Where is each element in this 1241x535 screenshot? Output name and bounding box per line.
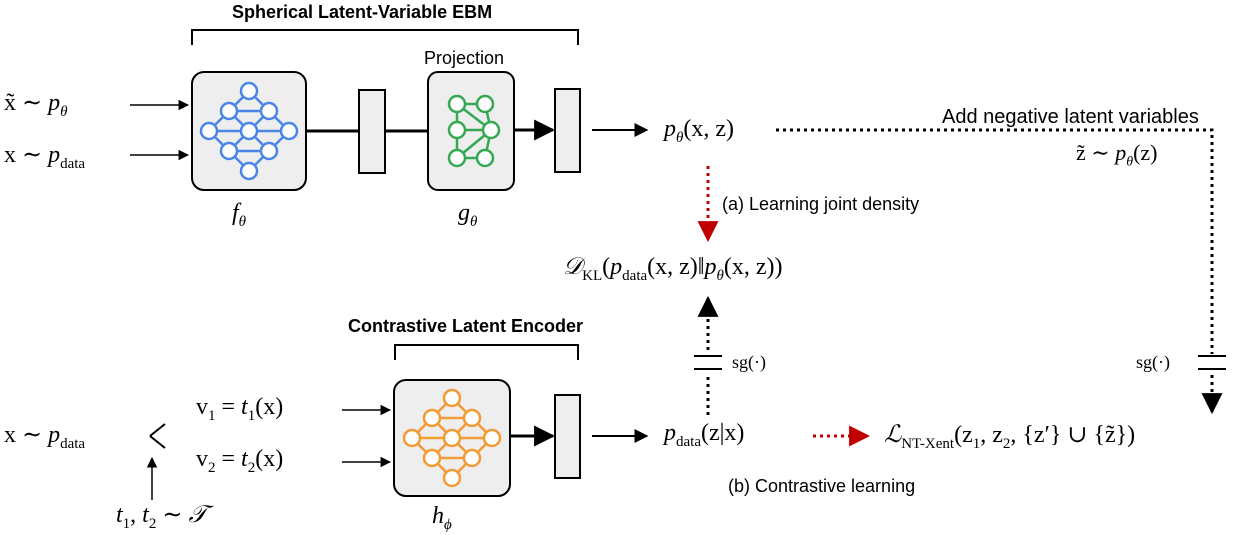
encoder-x-text: x ∼ pdata <box>4 422 86 452</box>
network-node <box>475 94 495 114</box>
feature-block-3 <box>554 394 581 479</box>
g-theta-label: gθ <box>458 200 478 230</box>
network-node <box>279 121 299 141</box>
network-node <box>422 408 442 428</box>
network-node <box>199 121 219 141</box>
v1-text: v1 = t1(x) <box>196 394 284 424</box>
g-network-icon <box>447 94 501 168</box>
network-node <box>447 120 467 140</box>
network-node <box>239 121 259 141</box>
neg-latent-text: z̃ ∼ pθ(z) <box>1076 140 1158 170</box>
h-phi-label: hϕ <box>432 503 452 533</box>
network-node <box>462 408 482 428</box>
network-node <box>259 101 279 121</box>
step-b-text: (b) Contrastive learning <box>728 476 916 496</box>
sg-mid-text: sg(·) <box>732 352 766 372</box>
network-node <box>219 101 239 121</box>
loss-text: ℒNT-Xent(z1, z2, {z′} ∪ {z̃}) <box>884 422 1136 452</box>
negatives-dotted-path <box>776 128 1214 354</box>
h-network-icon <box>402 388 502 488</box>
network-node <box>442 468 462 488</box>
network-node <box>259 141 279 161</box>
network-node <box>447 148 467 168</box>
network-node <box>442 428 462 448</box>
network-node <box>402 428 422 448</box>
f-theta-label: fθ <box>232 200 247 230</box>
network-node <box>481 120 501 140</box>
network-node <box>462 448 482 468</box>
network-node <box>475 148 495 168</box>
network-node <box>239 81 259 101</box>
augment-split <box>149 423 166 449</box>
f-network-icon <box>199 81 299 181</box>
input-neg-text: x̃ ∼ pθ <box>4 90 68 120</box>
network-node <box>239 161 259 181</box>
input-data-text: x ∼ pdata <box>4 142 86 172</box>
network-node <box>219 141 239 161</box>
kl-text: 𝒟KL(pdata(x, z)‖pθ(x, z)) <box>563 254 783 284</box>
step-a-text: (a) Learning joint density <box>722 194 920 214</box>
ebm-bracket <box>191 29 579 45</box>
feature-block-2 <box>554 88 581 173</box>
network-node <box>422 448 442 468</box>
posterior-text: pdata(z|x) <box>664 420 745 450</box>
feature-block-1 <box>358 89 386 174</box>
projection-label: Projection <box>424 48 505 68</box>
network-node <box>442 388 462 408</box>
ebm-title: Spherical Latent-Variable EBM <box>232 2 493 22</box>
v2-text: v2 = t2(x) <box>196 446 284 476</box>
network-node <box>447 94 467 114</box>
sg-right-text: sg(·) <box>1136 352 1170 372</box>
add-negatives-text: Add negative latent variables <box>942 106 1199 128</box>
encoder-bracket <box>394 344 579 360</box>
encoder-title: Contrastive Latent Encoder <box>348 316 584 336</box>
joint-density-text: pθ(x, z) <box>664 116 735 146</box>
network-node <box>482 428 502 448</box>
transforms-text: t1, t2 ∼ 𝒯 <box>116 502 207 532</box>
